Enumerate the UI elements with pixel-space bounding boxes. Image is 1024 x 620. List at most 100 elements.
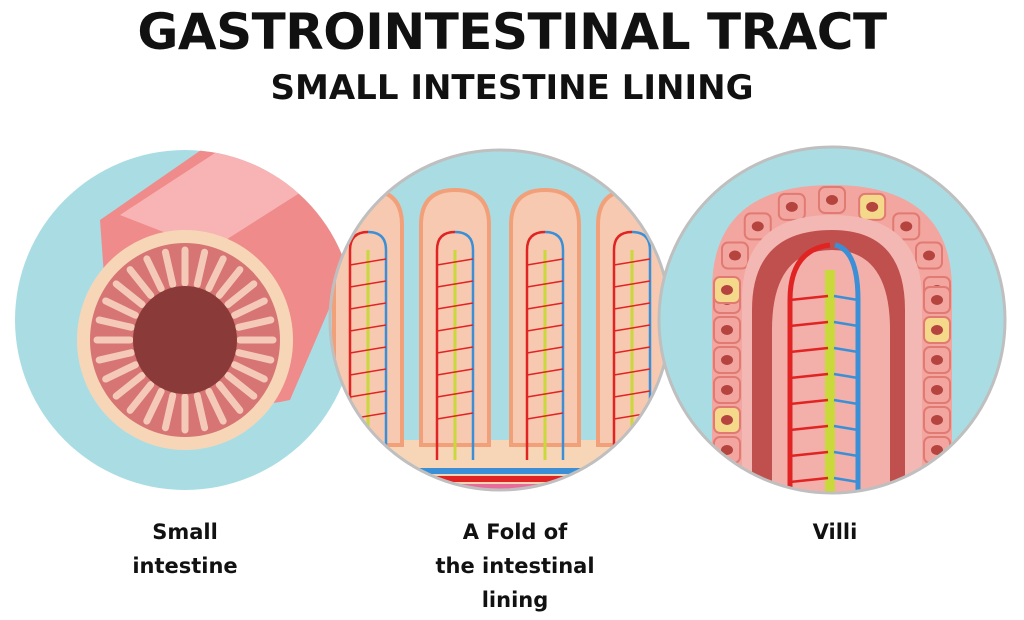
cell-nucleus xyxy=(931,355,943,365)
cell-nucleus xyxy=(721,415,733,425)
capillary-artery xyxy=(789,424,829,432)
fold-capillary xyxy=(613,258,651,266)
villi-panel xyxy=(657,145,1007,495)
fold-artery xyxy=(348,230,369,460)
fold-villus xyxy=(332,187,404,460)
villus-spoke xyxy=(143,387,165,425)
villus-spoke xyxy=(161,248,177,288)
villus-spoke xyxy=(235,349,275,364)
cell-nucleus xyxy=(900,221,913,232)
fold-capillary xyxy=(526,368,564,376)
panel-border xyxy=(657,145,1007,495)
intestinal-fold-panel xyxy=(328,148,672,492)
cell-nucleus xyxy=(721,475,733,485)
capillary-vein xyxy=(833,476,859,484)
fold-capillary xyxy=(349,280,387,288)
cell-nucleus xyxy=(866,201,879,212)
capillary-vein xyxy=(833,346,859,354)
epithelial-cell xyxy=(713,316,741,344)
epithelial-cell xyxy=(818,186,846,214)
epithelial-cell xyxy=(713,346,741,374)
cell-body xyxy=(923,466,951,493)
capillary-artery xyxy=(789,372,829,380)
caption-line: Villi xyxy=(812,520,858,544)
villus-spoke xyxy=(143,255,165,293)
page-title: GASTROINTESTINAL TRACT xyxy=(137,3,887,61)
fold-capillary xyxy=(436,390,474,398)
villus-spoke xyxy=(126,266,155,299)
villi-spokes xyxy=(93,246,277,434)
fold-capillary xyxy=(526,324,564,332)
villus-artery xyxy=(787,242,831,493)
cell-nucleus xyxy=(721,385,733,395)
epithelial-cell xyxy=(777,192,806,221)
caption-line: Small xyxy=(152,520,218,544)
base-artery xyxy=(330,476,670,482)
fold-villus xyxy=(596,187,668,460)
fold-capillary xyxy=(526,258,564,266)
cell-nucleus xyxy=(931,445,943,455)
fold-vein xyxy=(367,230,388,460)
epithelial-cell xyxy=(892,212,921,241)
fold-capillary xyxy=(349,302,387,310)
fold-capillary xyxy=(349,258,387,266)
caption-line: lining xyxy=(481,588,549,612)
caption-small-intestine: Small intestine xyxy=(85,515,285,583)
cell-nucleus xyxy=(721,325,733,335)
cell-nucleus xyxy=(931,385,943,395)
fold-capillary xyxy=(436,302,474,310)
caption-line: the intestinal xyxy=(435,554,595,578)
cell-nucleus xyxy=(785,201,798,212)
fold-vein xyxy=(631,230,652,460)
capillary-artery xyxy=(789,450,829,458)
small-intestine-panel xyxy=(15,150,355,490)
caption-line: intestine xyxy=(132,554,238,578)
fold-capillary xyxy=(613,346,651,354)
fold-capillary xyxy=(349,390,387,398)
page-subtitle: SMALL INTESTINE LINING xyxy=(270,68,754,108)
villus-spoke xyxy=(95,349,135,364)
epithelial-cell xyxy=(923,466,951,493)
capillary-vein xyxy=(833,450,859,458)
epithelial-cell xyxy=(923,316,951,344)
villus-spoke xyxy=(215,381,244,414)
capillary-vein xyxy=(833,398,859,406)
epithelial-cell xyxy=(713,406,741,434)
fold-capillary xyxy=(436,258,474,266)
fold-capillary xyxy=(526,412,564,420)
caption-intestinal-fold: A Fold of the intestinal lining xyxy=(395,515,635,617)
cell-body xyxy=(713,466,741,493)
fold-capillary xyxy=(436,324,474,332)
fold-vein xyxy=(544,230,565,460)
epithelial-cell xyxy=(915,241,944,270)
cell-nucleus xyxy=(931,415,943,425)
fold-capillary xyxy=(436,346,474,354)
epithelial-cells xyxy=(713,186,951,493)
villus-spoke xyxy=(102,297,139,319)
fold-capillary xyxy=(349,346,387,354)
fold-capillary xyxy=(349,324,387,332)
villus-spoke xyxy=(205,387,227,425)
fold-vein xyxy=(454,230,475,460)
epithelial-cell xyxy=(858,192,887,221)
fold-villus xyxy=(509,187,581,460)
fold-capillary xyxy=(613,302,651,310)
fold-capillary xyxy=(613,280,651,288)
epithelial-cell xyxy=(713,376,741,404)
fold-artery xyxy=(525,230,546,460)
base-vein xyxy=(330,468,670,474)
cell-nucleus xyxy=(751,221,764,232)
cell-nucleus xyxy=(931,295,943,305)
fold-capillary xyxy=(436,368,474,376)
fold-villus xyxy=(419,187,491,460)
fold-artery xyxy=(612,230,633,460)
villus-spoke xyxy=(193,248,209,288)
fold-capillary xyxy=(613,368,651,376)
intestine-lumen xyxy=(133,286,237,394)
epithelial-cell xyxy=(743,212,772,241)
fold-capillary xyxy=(613,390,651,398)
villus-spoke xyxy=(102,361,139,383)
fold-capillary xyxy=(526,390,564,398)
caption-line: A Fold of xyxy=(462,520,568,544)
